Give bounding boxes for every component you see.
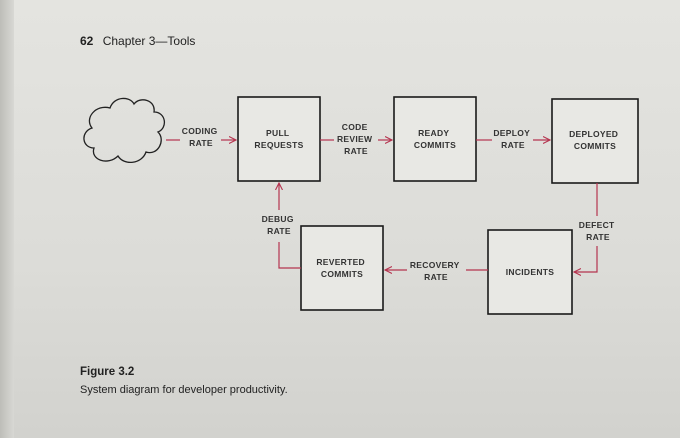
- defect-to-incidents-arrow: [574, 246, 598, 272]
- ready-commits-box: [393, 96, 477, 182]
- recovery-rate-label: RECOVERY RATE: [410, 260, 462, 282]
- reverted-to-debug-line: [278, 242, 301, 269]
- cloud-icon: [83, 97, 165, 163]
- incidents-box: [487, 229, 573, 315]
- page-gutter: [0, 0, 14, 438]
- coding-rate-label: CODING RATE: [182, 126, 220, 148]
- chapter-title: Chapter 3—Tools: [102, 34, 196, 48]
- deployed-commits-box: [551, 98, 639, 184]
- deploy-rate-label: DEPLOY RATE: [493, 128, 532, 150]
- reverted-commits-box: [300, 225, 384, 311]
- ready-commits-label: READY COMMITS: [414, 128, 456, 150]
- incidents-label: INCIDENTS: [506, 267, 555, 277]
- figure-title: Figure 3.2: [80, 366, 135, 378]
- reverted-commits-label: REVERTED COMMITS: [316, 257, 367, 279]
- deployed-commits-label: DEPLOYED COMMITS: [569, 129, 621, 151]
- pull-requests-box: [237, 96, 321, 182]
- defect-rate-label: DEFECT RATE: [579, 220, 617, 242]
- figure-caption: System diagram for developer productivit…: [80, 384, 288, 396]
- pull-requests-label: PULL REQUESTS: [254, 128, 303, 150]
- page-number: 62: [80, 34, 94, 48]
- page-header: 62 Chapter 3—Tools: [80, 34, 195, 48]
- code-review-rate-label: CODE REVIEW RATE: [337, 122, 375, 156]
- debug-rate-label: DEBUG RATE: [262, 214, 297, 236]
